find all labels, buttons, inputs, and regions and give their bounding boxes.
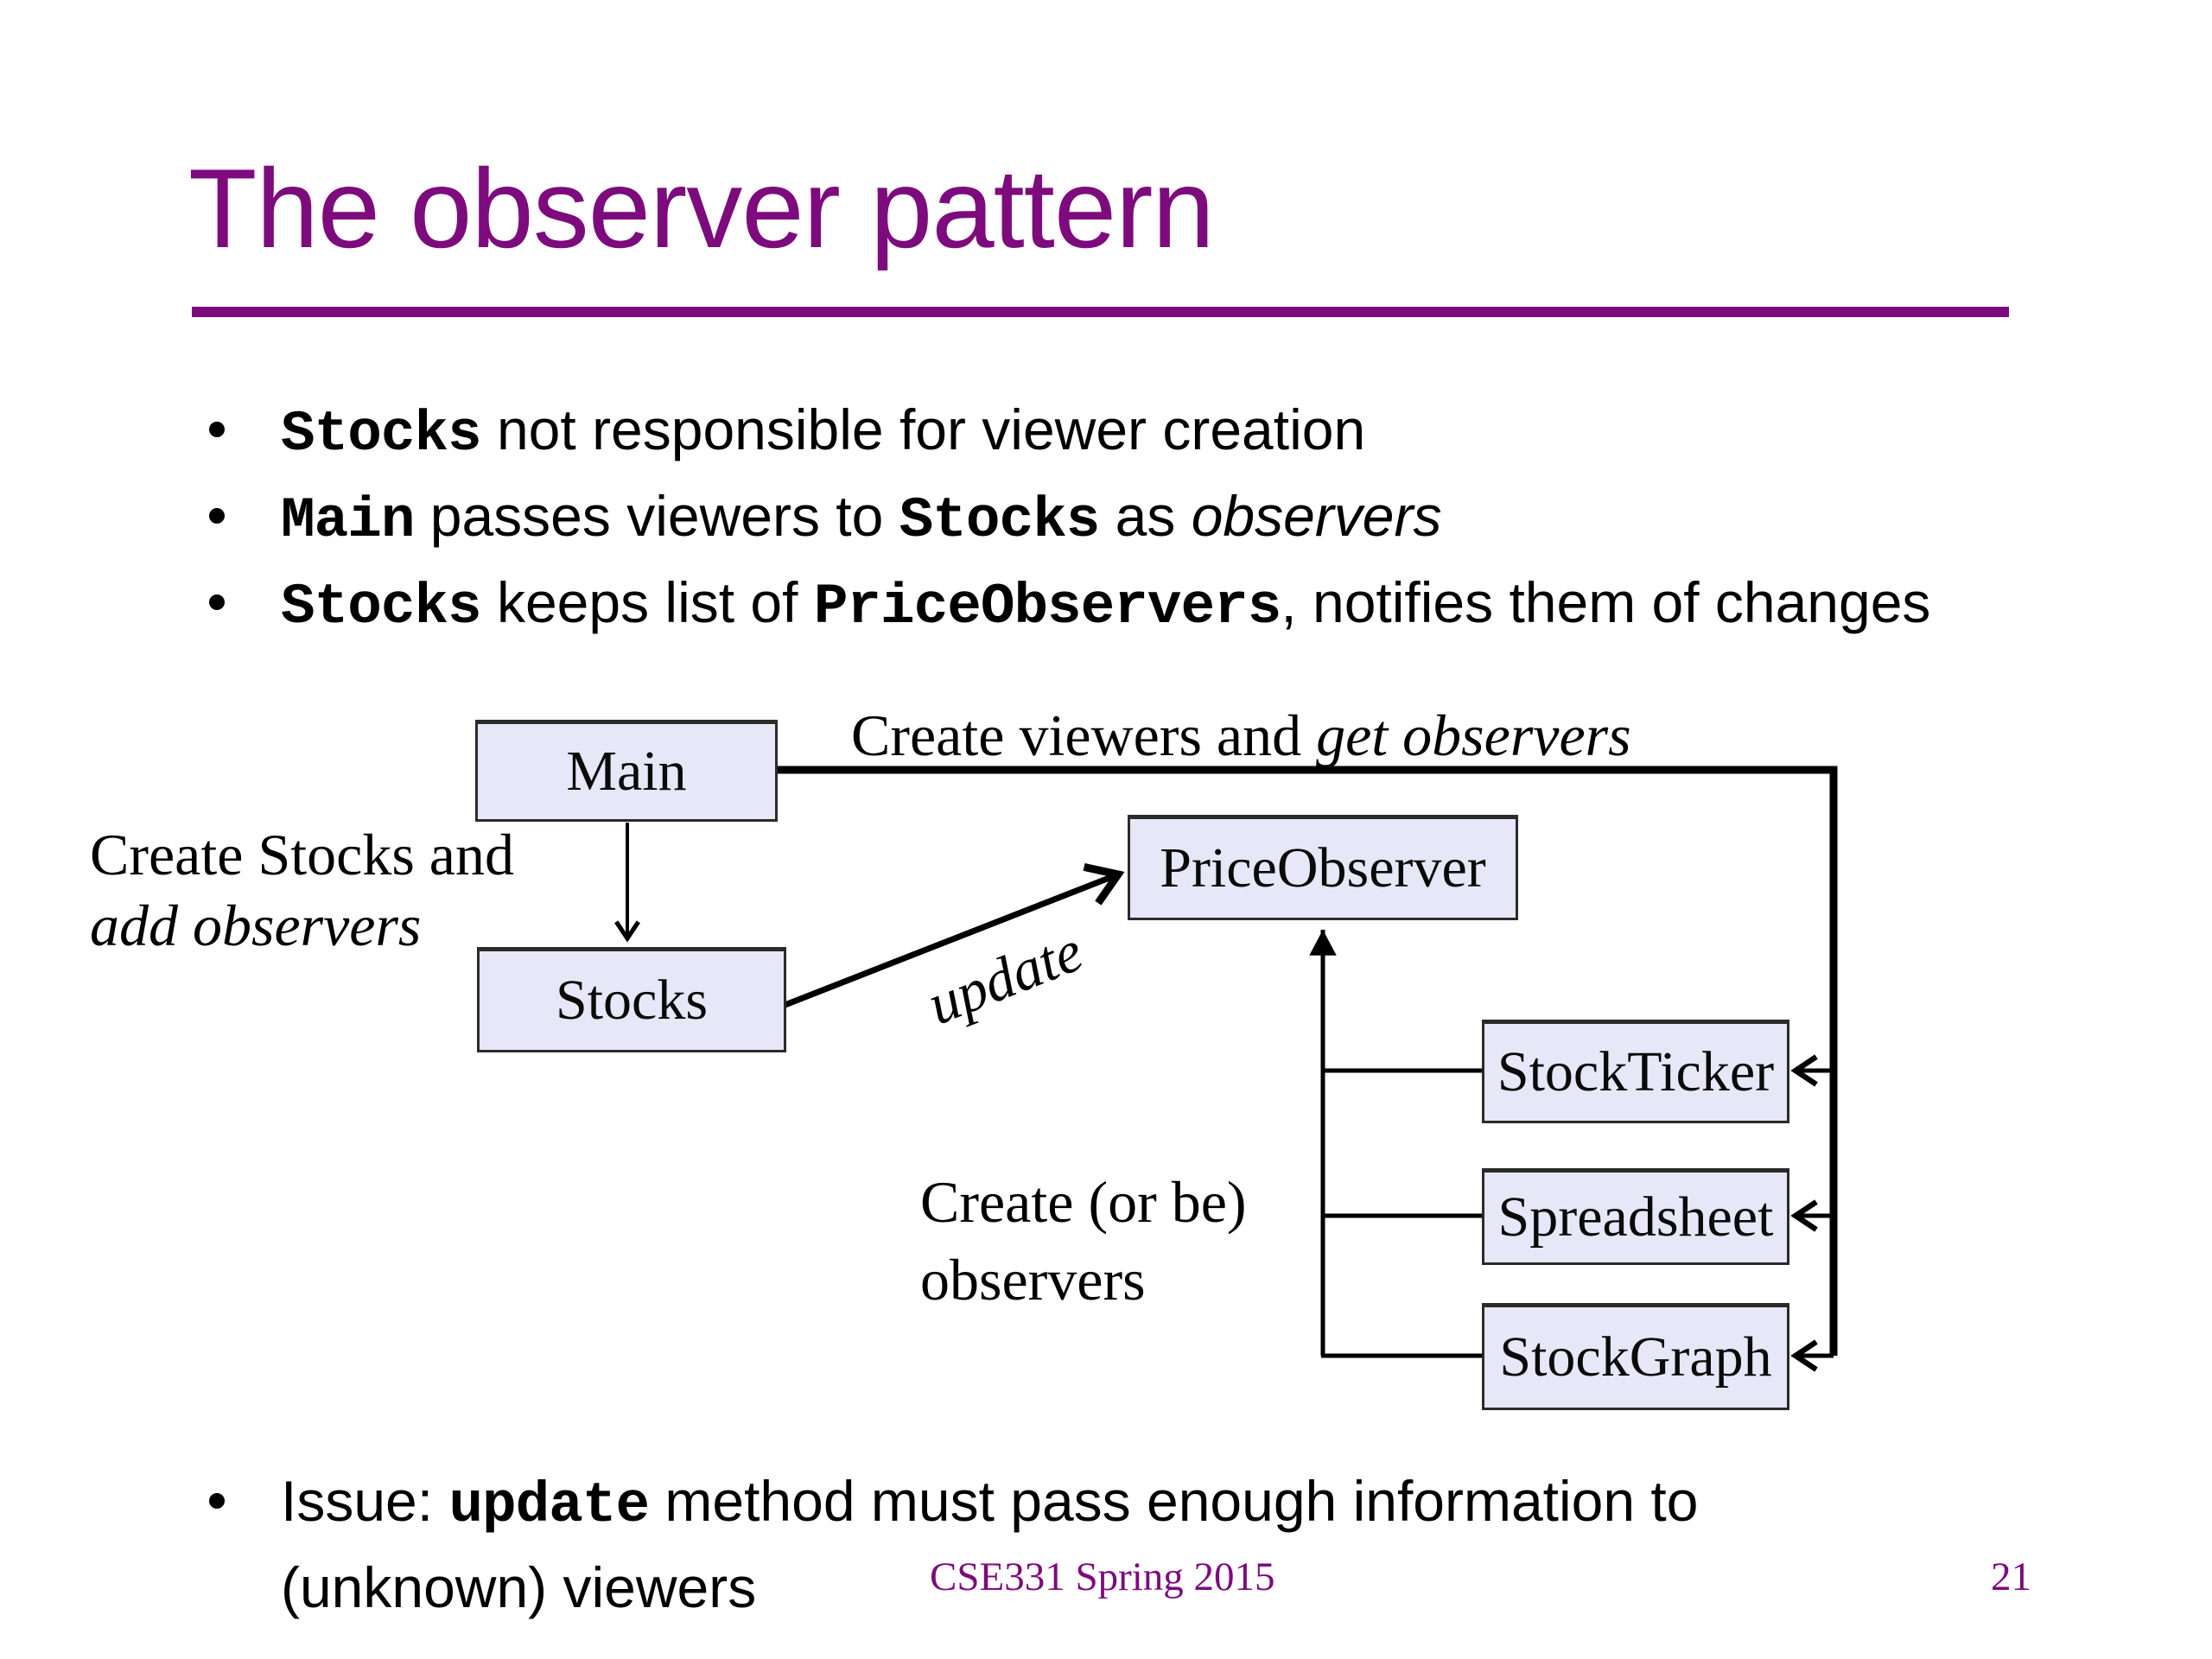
bullet-text: not responsible for viewer creation	[480, 397, 1366, 461]
node-stock-graph: StockGraph	[1482, 1303, 1789, 1410]
code-text: Stocks	[281, 575, 482, 639]
label-italic-text: get observers	[1316, 702, 1631, 768]
code-text: PriceObservers	[813, 575, 1281, 639]
code-text: Stocks	[899, 488, 1101, 553]
node-stock-ticker: StockTicker	[1482, 1020, 1789, 1123]
node-label: PriceObserver	[1160, 836, 1486, 899]
code-text: update	[448, 1473, 650, 1538]
bullet-text: keeps list of	[480, 570, 814, 634]
bullet-text: method must pass enough information to	[649, 1469, 1699, 1533]
node-spreadsheet: Spreadsheet	[1482, 1168, 1789, 1265]
node-main: Main	[475, 720, 778, 822]
label-italic-text: add observers	[90, 893, 422, 958]
node-label: StockGraph	[1499, 1325, 1772, 1389]
bullet-item: Main passes viewers to Stocks as observe…	[206, 475, 2176, 562]
footer-page-number: 21	[1991, 1554, 2031, 1599]
bullet-list: Stocks not responsible for viewer creati…	[206, 389, 2176, 648]
page-title: The observer pattern	[188, 145, 1215, 271]
bullet-text: as	[1099, 484, 1192, 548]
italic-text: observers	[1191, 484, 1442, 548]
code-text: Main	[281, 488, 415, 553]
label-update: update	[918, 917, 1092, 1038]
bullet-text: passes viewers to	[414, 484, 899, 548]
footer-course: CSE331 Spring 2015	[930, 1554, 1275, 1599]
title-underline	[192, 307, 2009, 317]
bullet-text-line2: (unknown) viewers	[281, 1555, 757, 1619]
bullet-text: Issue:	[281, 1469, 449, 1533]
bullet-text: , notifies them of changes	[1281, 570, 1931, 634]
label-create-or-be: Create (or be) observers	[920, 1163, 1247, 1319]
bullet-item: Issue: update method must pass enough in…	[206, 1460, 2107, 1628]
node-label: StockTicker	[1497, 1040, 1775, 1103]
node-label: Spreadsheet	[1497, 1185, 1774, 1249]
bullet-item: Stocks keeps list of PriceObservers, not…	[206, 562, 2176, 648]
label-text: observers	[920, 1247, 1146, 1313]
label-text: Create (or be)	[920, 1169, 1247, 1235]
label-text: Create viewers and	[851, 702, 1317, 768]
bullet-item: Stocks not responsible for viewer creati…	[206, 389, 2176, 475]
node-label: Main	[566, 740, 687, 803]
issue-bullet-container: Issue: update method must pass enough in…	[206, 1460, 2107, 1628]
label-create-viewers: Create viewers and get observers	[851, 700, 1631, 771]
node-stocks: Stocks	[477, 947, 786, 1052]
code-text: Stocks	[281, 402, 482, 467]
node-label: Stocks	[555, 969, 709, 1032]
label-text: Create Stocks and	[90, 822, 514, 887]
label-create-stocks: Create Stocks and add observers	[90, 819, 514, 961]
node-price-observer: PriceObserver	[1128, 815, 1518, 920]
